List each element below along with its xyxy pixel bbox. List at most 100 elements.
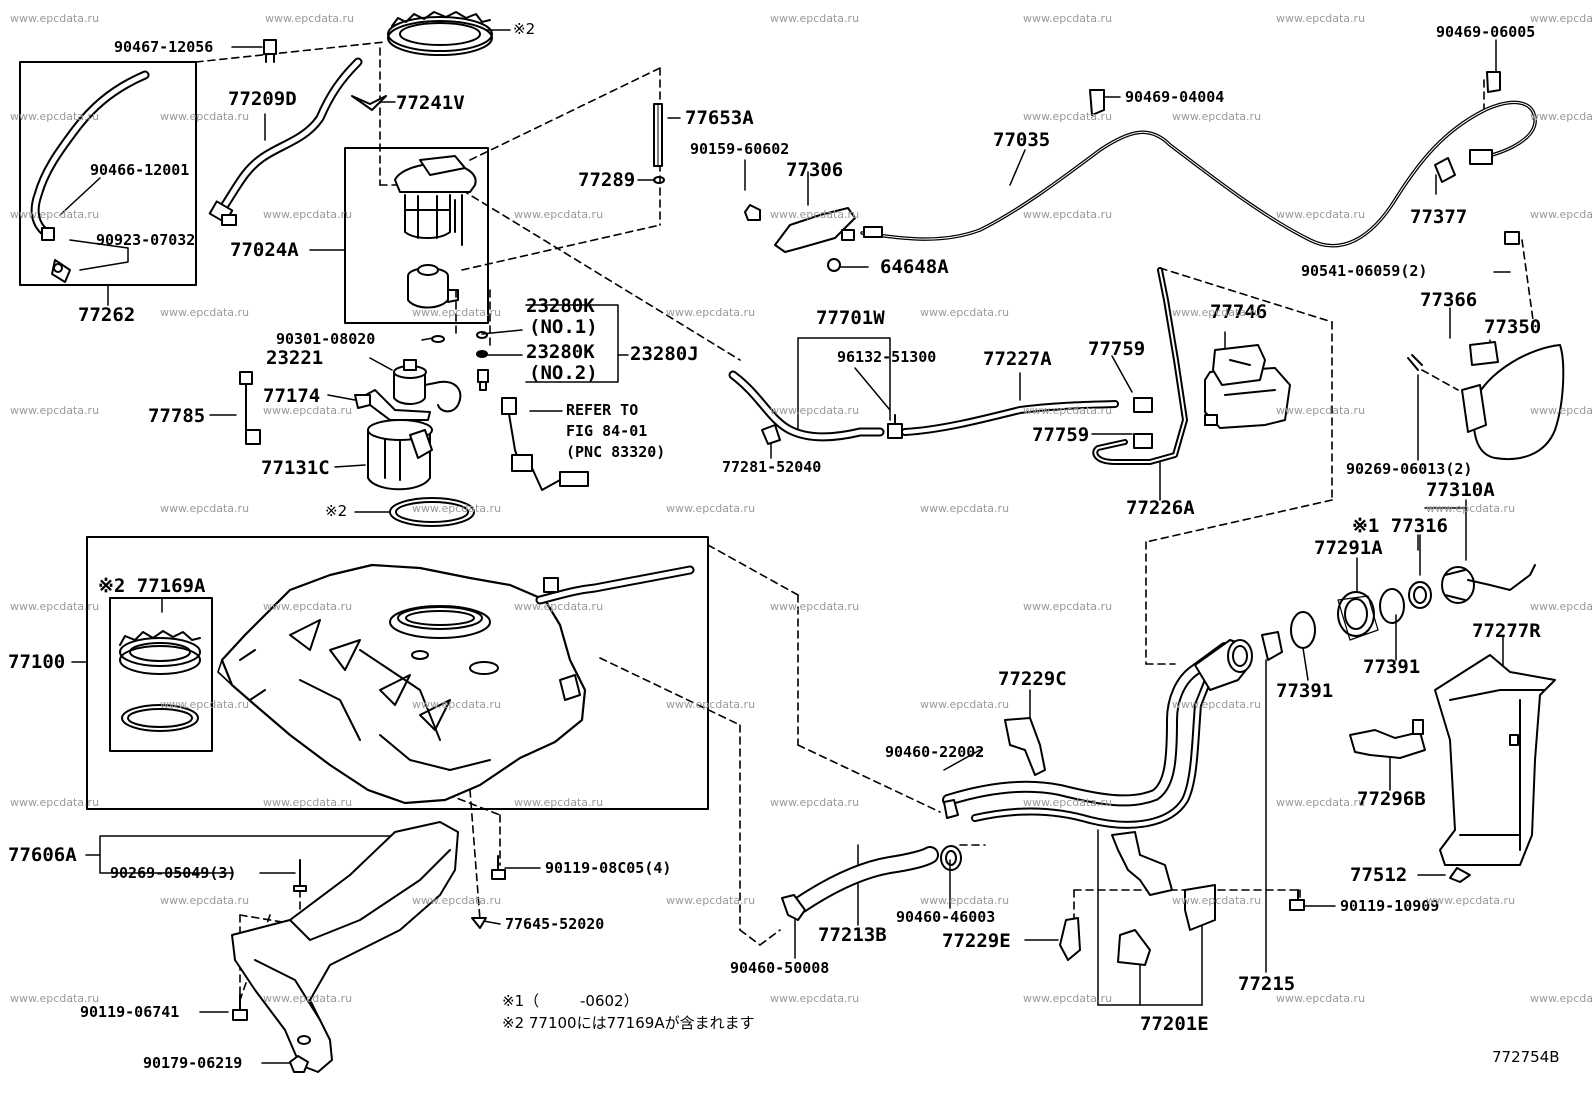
label-77377: 77377 — [1410, 206, 1468, 228]
label-77391-b: 77391 — [1363, 656, 1421, 678]
watermark: www.epcdata.ru — [1276, 208, 1366, 221]
watermark: www.epcdata.ru — [666, 894, 756, 907]
watermark: www.epcdata.ru — [1172, 110, 1262, 123]
label-77310a: 77310A — [1426, 479, 1495, 501]
label-90923-07032: 90923-07032 — [96, 231, 196, 249]
watermark: www.epcdata.ru — [263, 208, 353, 221]
label-77291a: 77291A — [1314, 537, 1383, 559]
hose-77213b — [781, 799, 962, 921]
watermark: www.epcdata.ru — [1530, 600, 1592, 613]
watermark: www.epcdata.ru — [1172, 894, 1262, 907]
bracket-77229c — [1004, 717, 1046, 776]
tube-77653a — [653, 103, 663, 167]
bracket-77296b — [1349, 719, 1426, 759]
label-mark2-77169a: ※2 77169A — [98, 575, 206, 597]
watermark: www.epcdata.ru — [263, 992, 353, 1005]
watermark: www.epcdata.ru — [514, 796, 604, 809]
label-77215: 77215 — [1238, 973, 1296, 995]
bolts-left — [232, 855, 506, 1073]
note-2: ※2 77100には77169Aが含まれます — [502, 1014, 755, 1032]
protector-77606a — [231, 821, 459, 1073]
fuel-tank-77100 — [217, 563, 695, 805]
label-23280j: 23280J — [630, 343, 699, 365]
watermark: www.epcdata.ru — [10, 796, 100, 809]
fuel-pump-23221 — [393, 359, 462, 413]
bracket-77201e-parts — [1059, 831, 1216, 966]
label-90469-06005: 90469-06005 — [1436, 23, 1536, 41]
watermark: www.epcdata.ru — [770, 992, 860, 1005]
label-77241v: 77241V — [396, 92, 465, 114]
watermark: www.epcdata.ru — [160, 502, 250, 515]
label-90541-06059: 90541-06059(2) — [1301, 262, 1428, 280]
watermark: www.epcdata.ru — [412, 502, 502, 515]
label-77746: 77746 — [1210, 301, 1268, 323]
label-77229c: 77229C — [998, 668, 1067, 690]
watermark: www.epcdata.ru — [160, 110, 250, 123]
vent-hose-77262 — [30, 70, 150, 283]
label-fig: FIG 84-01 — [566, 422, 648, 440]
label-90179-06219: 90179-06219 — [143, 1054, 243, 1072]
watermark: www.epcdata.ru — [10, 600, 100, 613]
watermark: www.epcdata.ru — [770, 12, 860, 25]
label-mark1-77316: ※1 77316 — [1352, 515, 1448, 537]
watermark: www.epcdata.ru — [1530, 110, 1592, 123]
label-90469-04004: 90469-04004 — [1125, 88, 1225, 106]
watermark: www.epcdata.ru — [1530, 992, 1592, 1005]
watermark: www.epcdata.ru — [412, 698, 502, 711]
o-ring-23280k-2 — [476, 350, 488, 358]
pump-module-77024a — [394, 155, 477, 309]
label-90301-08020: 90301-08020 — [276, 330, 376, 348]
watermark: www.epcdata.ru — [1276, 796, 1366, 809]
watermark: www.epcdata.ru — [1023, 992, 1113, 1005]
lever-77306 — [744, 204, 856, 272]
label-77201e: 77201E — [1140, 1013, 1209, 1035]
label-77227a: 77227A — [983, 348, 1052, 370]
watermark: www.epcdata.ru — [1023, 208, 1113, 221]
vent-hose-77209d — [208, 57, 363, 226]
hose-77226a — [1092, 267, 1188, 465]
label-77100: 77100 — [8, 651, 66, 673]
label-90269-06013: 90269-06013(2) — [1346, 460, 1473, 478]
label-77289: 77289 — [578, 169, 636, 191]
o-ring-23280k-1 — [476, 331, 488, 339]
label-90466-12001: 90466-12001 — [90, 161, 190, 179]
label-77209d: 77209D — [228, 88, 297, 110]
watermark: www.epcdata.ru — [160, 894, 250, 907]
label-77296b: 77296B — [1357, 788, 1426, 810]
watermark: www.epcdata.ru — [770, 404, 860, 417]
watermark: www.epcdata.ru — [666, 698, 756, 711]
lock-ring-top — [387, 11, 493, 56]
label-77350: 77350 — [1484, 316, 1542, 338]
label-23280k-1: 23280K — [526, 295, 595, 317]
label-mark2-gasket: ※2 — [325, 502, 348, 520]
label-77645-52020: 77645-52020 — [505, 915, 605, 933]
label-77759-a: 77759 — [1088, 338, 1146, 360]
watermark: www.epcdata.ru — [1426, 894, 1516, 907]
label-77174: 77174 — [263, 385, 321, 407]
label-96132-51300: 96132-51300 — [837, 348, 937, 366]
label-90467-12056: 90467-12056 — [114, 38, 214, 56]
watermark: www.epcdata.ru — [1172, 698, 1262, 711]
watermark: www.epcdata.ru — [1023, 404, 1113, 417]
label-23280k-2: 23280K — [526, 341, 595, 363]
label-77262: 77262 — [78, 304, 136, 326]
label-90460-22002: 90460-22002 — [885, 743, 985, 761]
watermark: www.epcdata.ru — [10, 404, 100, 417]
hose-77227a — [901, 400, 1119, 436]
diagram-code: 772754B — [1492, 1048, 1560, 1066]
connector-77759 — [1133, 397, 1153, 449]
watermark: www.epcdata.ru — [263, 600, 353, 613]
filler-pipe-77201e — [942, 639, 1253, 829]
watermark: www.epcdata.ru — [920, 698, 1010, 711]
label-90460-50008: 90460-50008 — [730, 959, 830, 977]
label-77277r: 77277R — [1472, 620, 1541, 642]
watermark: www.epcdata.ru — [920, 894, 1010, 907]
label-no1: (NO.1) — [529, 316, 598, 338]
sender-gauge-77785 — [239, 371, 261, 445]
label-77226a: 77226A — [1126, 497, 1195, 519]
label-90269-05049: 90269-05049(3) — [110, 864, 237, 882]
label-23221: 23221 — [266, 347, 324, 369]
watermark: www.epcdata.ru — [1530, 404, 1592, 417]
fuel-pump-bracket-77174 — [354, 389, 431, 421]
tank-kit-77169a — [119, 630, 201, 732]
